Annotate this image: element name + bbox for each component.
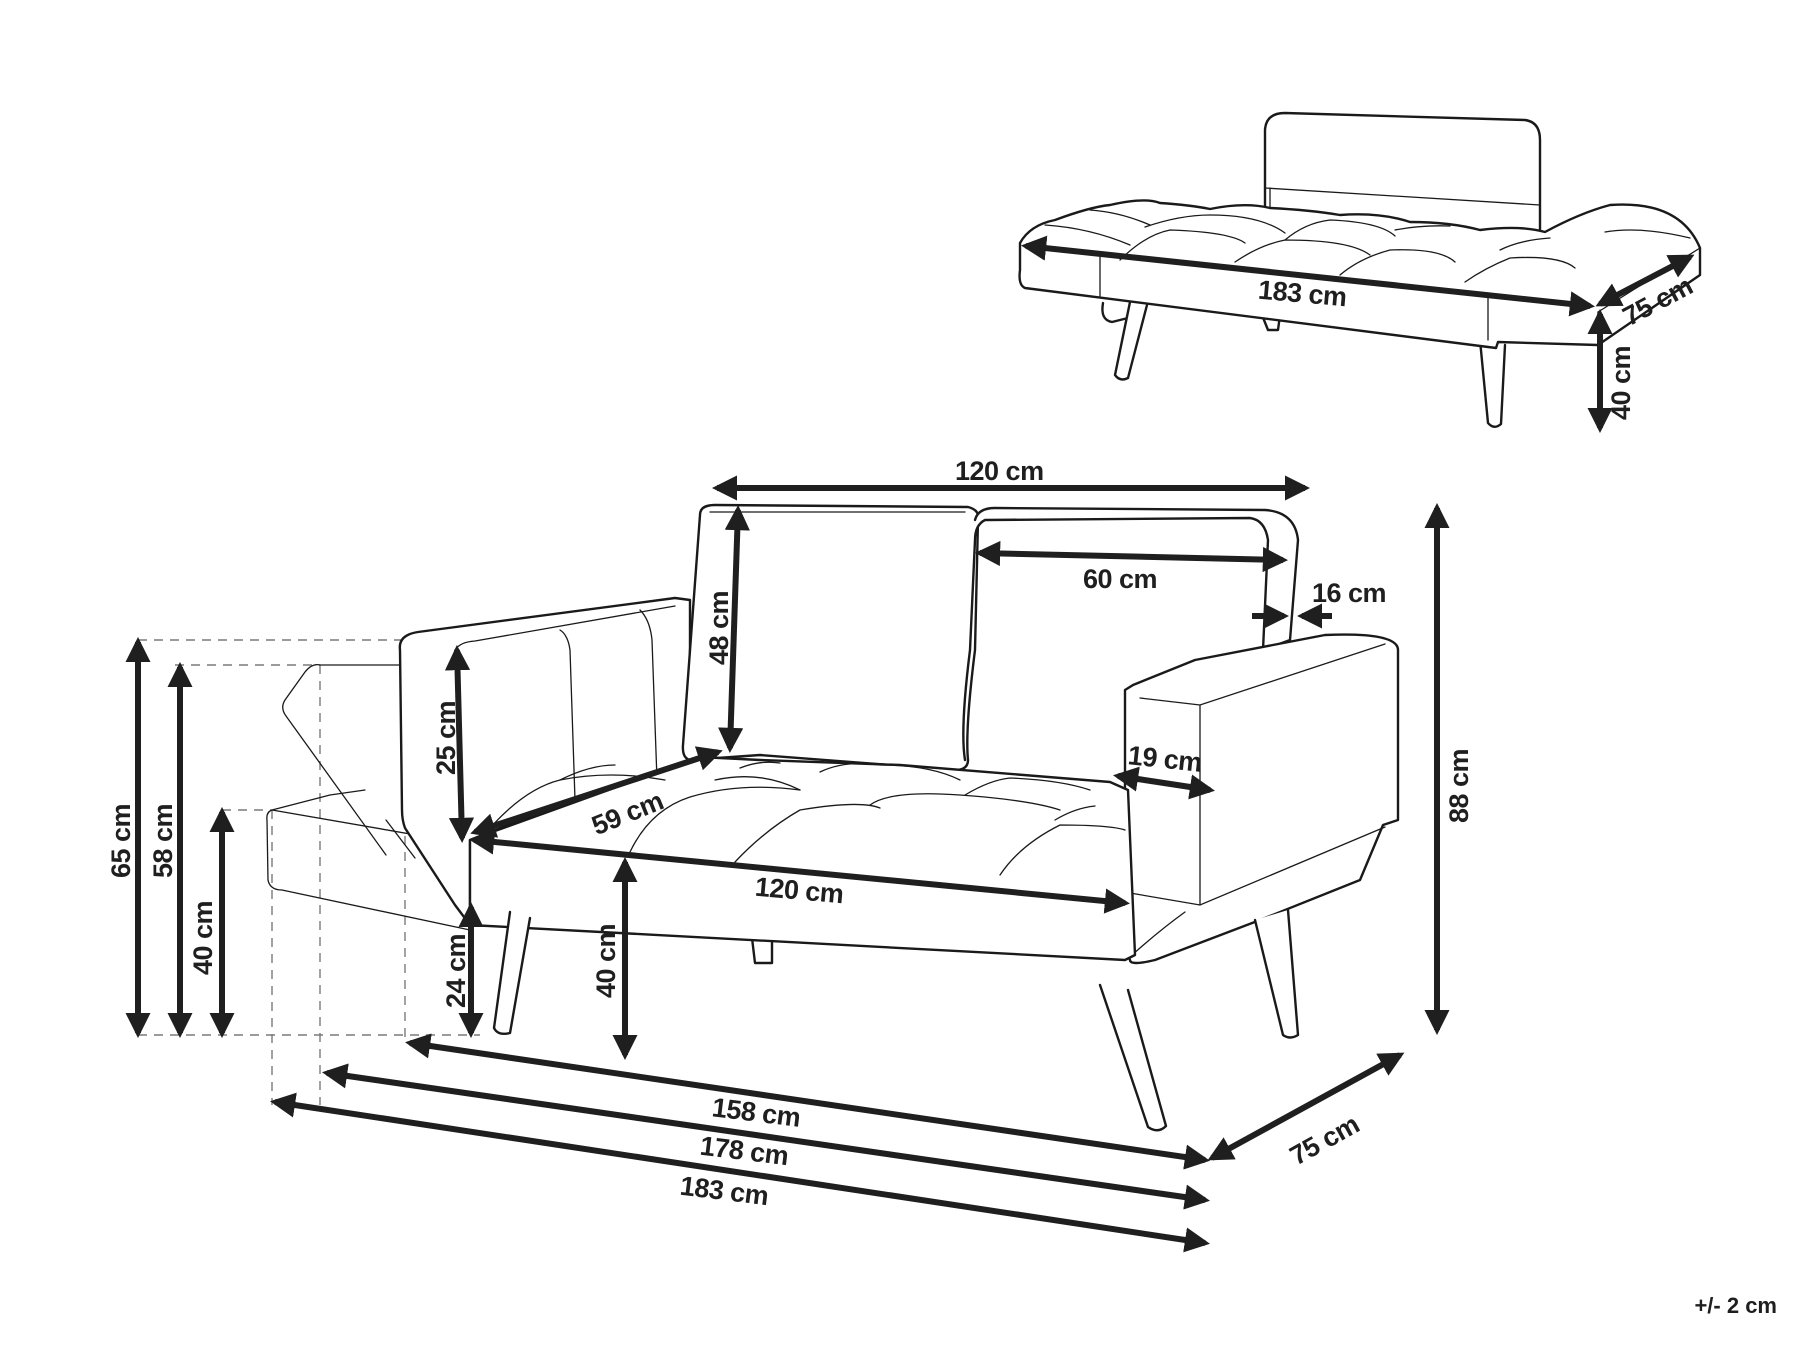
flat-leg-right: [1478, 338, 1507, 428]
backrest-thickness-label: 16 cm: [1312, 578, 1386, 608]
cushion-width-label: 60 cm: [1083, 564, 1157, 594]
backrest-height-label: 48 cm: [704, 591, 734, 665]
armrest-height-dimension: [444, 644, 475, 844]
flat-height-label: 40 cm: [1606, 346, 1636, 420]
seat-width-dimension: [468, 829, 1131, 914]
flat-length-dimension: [1020, 235, 1596, 317]
leg-front-right: [1098, 983, 1168, 1132]
seat-height-label: 40 cm: [591, 924, 621, 998]
tolerance-note: +/- 2 cm: [1694, 1293, 1777, 1318]
leg-back-right: [1253, 908, 1300, 1039]
armrest-flat-height-label: 40 cm: [188, 901, 218, 975]
total-height-label: 88 cm: [1444, 749, 1474, 823]
backrest-width-label: 120 cm: [955, 456, 1044, 486]
armrest-height-label: 25 cm: [431, 701, 461, 775]
flat-depth-dimension: [1595, 254, 1695, 307]
flat-sofa-bed: 183 cm 75 cm 40 cm: [1018, 111, 1702, 434]
depth-dimension: [1207, 1052, 1405, 1161]
depth-label: 75 cm: [1285, 1109, 1364, 1171]
leg-front-left: [492, 910, 532, 1036]
armrest-mid-position: [282, 664, 387, 856]
main-sofa: 120 cm 60 cm 16 cm 88 cm 48 cm 25 cm 59 …: [106, 456, 1474, 1253]
backrest-height-dimension: [718, 504, 750, 754]
armrest-up-height-label: 65 cm: [106, 804, 136, 878]
backrest-cushion-right: [962, 506, 1300, 762]
flat-leg-left: [1113, 300, 1149, 381]
armrest-mid-height-label: 58 cm: [148, 804, 178, 878]
cushion-width-dimension: [974, 540, 1289, 573]
width-arms-flat-dimension: [270, 1092, 1210, 1253]
armrest-flat-position: [266, 789, 471, 931]
armrest-width-dimension: [1113, 766, 1215, 800]
flat-backrest: [1263, 111, 1542, 242]
armrest-leg-height-label: 24 cm: [441, 934, 471, 1008]
seat-depth-dimension: [470, 746, 723, 838]
right-armrest: [1123, 633, 1400, 965]
